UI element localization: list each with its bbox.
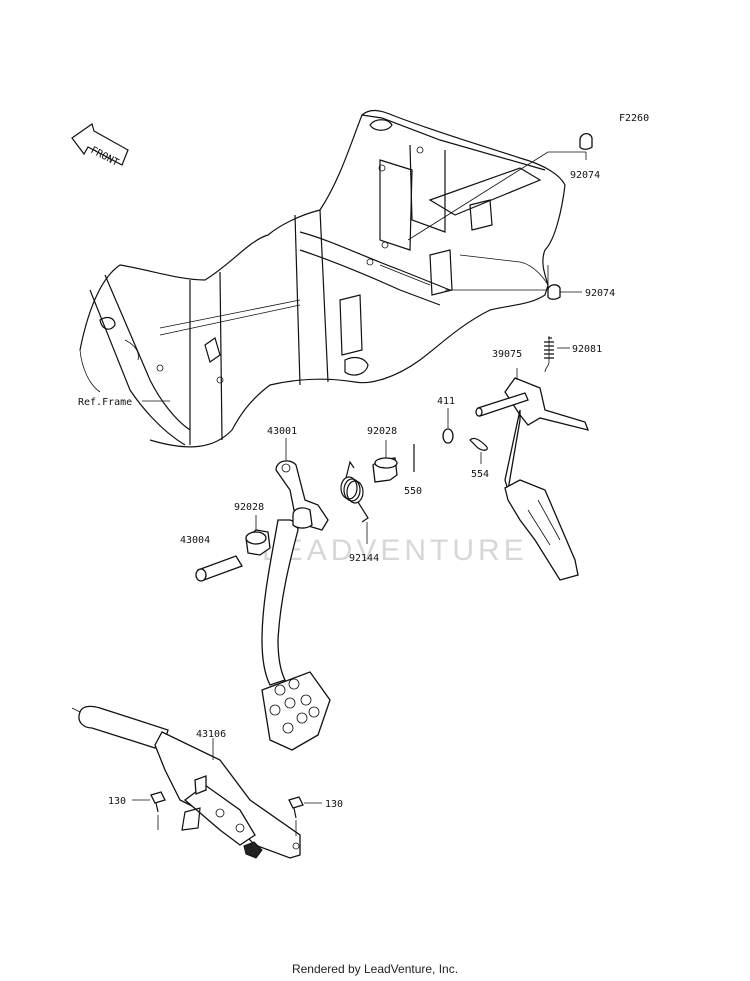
cap-92074-top xyxy=(579,133,593,150)
label-554: 554 xyxy=(471,469,489,480)
label-130-right: 130 xyxy=(325,799,343,810)
label-43001: 43001 xyxy=(267,426,297,437)
watermark: LEADVENTURE xyxy=(262,534,528,567)
bolt-130-right xyxy=(288,796,304,819)
label-92074-mid: 92074 xyxy=(585,288,615,299)
label-92081: 92081 xyxy=(572,344,602,355)
torsion-spring-92144 xyxy=(340,460,369,523)
bushing-92028-lower xyxy=(245,529,271,556)
front-arrow-icon: FRONT xyxy=(71,123,129,169)
cap-92074-mid xyxy=(547,284,561,300)
diagram-code: F2260 xyxy=(619,113,649,124)
label-92074-top: 92074 xyxy=(570,170,600,181)
washer-411 xyxy=(442,428,454,444)
bushing-92028-top xyxy=(372,457,398,483)
label-130-left: 130 xyxy=(108,796,126,807)
ref-frame-label: Ref.Frame xyxy=(78,397,132,408)
label-92028-top: 92028 xyxy=(367,426,397,437)
label-550: 550 xyxy=(404,486,422,497)
frame-drawing xyxy=(79,109,566,448)
footer-credit: Rendered by LeadVenture, Inc. xyxy=(291,962,459,976)
parking-brake-43106 xyxy=(71,705,301,859)
label-92028-lower: 92028 xyxy=(234,502,264,513)
shaft-43004 xyxy=(195,555,243,582)
label-92144: 92144 xyxy=(349,553,379,564)
label-39075: 39075 xyxy=(492,349,522,360)
accelerator-pedal-39075 xyxy=(475,377,590,581)
front-arrow-label: FRONT xyxy=(89,145,121,169)
brake-pedal-43001 xyxy=(261,460,331,751)
bolt-130-left xyxy=(150,791,166,813)
label-43106: 43106 xyxy=(196,729,226,740)
label-411: 411 xyxy=(437,396,455,407)
cotter-pin-554 xyxy=(469,437,488,451)
spring-92081 xyxy=(544,336,554,373)
label-43004: 43004 xyxy=(180,535,210,546)
